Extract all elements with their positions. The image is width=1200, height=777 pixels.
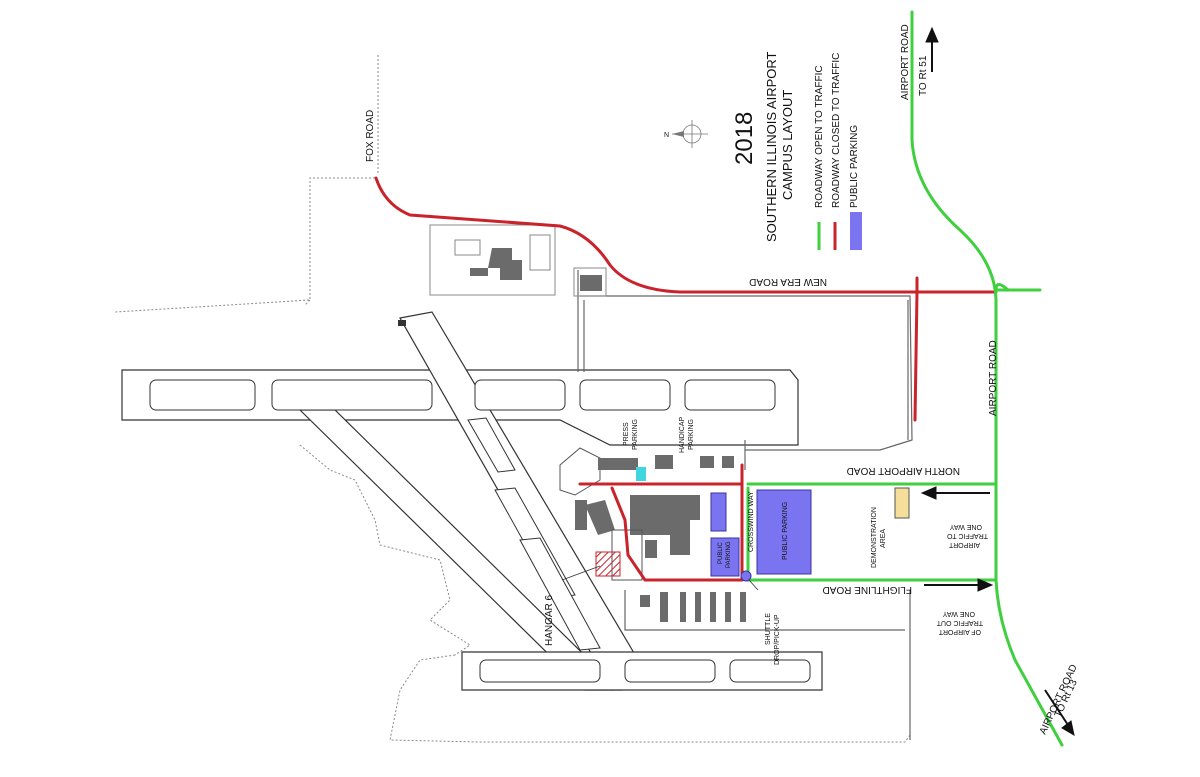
title-line2-wrap: CAMPUS LAYOUT: [780, 90, 795, 200]
handicap-parking-label-wrap: HANDICAP PARKING: [679, 416, 695, 453]
press-parking-label-2: PARKING: [632, 419, 639, 450]
oneway-out-label-1: ONE WAY: [942, 610, 975, 617]
handicap-parking-label-2: PARKING: [688, 419, 695, 450]
title-line2: CAMPUS LAYOUT: [780, 90, 795, 200]
legend: ROADWAY OPEN TO TRAFFIC ROADWAY CLOSED T…: [814, 53, 862, 250]
legend-parking-label: PUBLIC PARKING: [849, 125, 860, 208]
legend-open-label: ROADWAY OPEN TO TRAFFIC: [814, 65, 825, 208]
press-parking-label-wrap: PRESS PARKING: [623, 419, 639, 450]
public-parking-small-label-2: PARKING: [726, 541, 732, 568]
shuttle-label-1: SHUTTLE: [765, 613, 772, 645]
demonstration-area-label-wrap: DEMONSTRATION AREA: [871, 507, 887, 568]
shuttle-stop-marker: [740, 570, 752, 582]
shuttle-label-wrap: SHUTTLE DROP/PICK-UP: [765, 613, 781, 665]
title-year: 2018: [731, 112, 758, 165]
to-rt51-label-wrap: TO Rt 51: [918, 55, 929, 96]
compass-label: N: [664, 132, 669, 139]
open-roads: [746, 10, 1064, 747]
oneway-to-label-3: AIRPORT: [948, 541, 980, 548]
public-parking-small-lot: [710, 537, 740, 577]
hangar-6-label: HANGAR 6: [544, 594, 555, 646]
oneway-out-label-wrap: ONE WAY TRAFFIC OUT OF AIRPORT: [936, 610, 983, 635]
airport-road-top-label-wrap: AIRPORT ROAD: [900, 24, 911, 100]
shuttle-leader: [748, 579, 759, 591]
title-line1-wrap: SOUTHERN ILLINOIS AIRPORT: [764, 51, 779, 242]
service-roads: [577, 270, 913, 740]
hangar-6-label-wrap: HANGAR 6: [544, 594, 555, 646]
legend-closed-label: ROADWAY CLOSED TO TRAFFIC: [831, 53, 842, 208]
crosswind-way-label: CROSSWIND WAY: [748, 491, 755, 552]
new-era-road-label: NEW ERA ROAD: [749, 276, 827, 287]
north-arrow-icon: N: [664, 120, 708, 148]
title-block: 2018: [731, 112, 758, 165]
airport-road-top-label: AIRPORT ROAD: [900, 24, 911, 100]
press-parking-lot: [636, 467, 646, 481]
demonstration-area-label-1: DEMONSTRATION: [871, 507, 878, 568]
flightline-road-label: FLIGHTLINE ROAD: [823, 584, 912, 595]
oneway-out-label-2: TRAFFIC OUT: [936, 619, 983, 626]
oneway-to-label-1: ONE WAY: [949, 523, 982, 530]
title-line1: SOUTHERN ILLINOIS AIRPORT: [764, 51, 779, 242]
closed-roads: [374, 176, 997, 582]
fox-road-label-wrap: FOX ROAD: [365, 110, 376, 162]
crosswind-way-label-wrap: CROSSWIND WAY: [748, 491, 755, 552]
oneway-out-label-3: OF AIRPORT: [938, 628, 981, 635]
airport-road-mid-label-wrap: AIRPORT ROAD: [988, 340, 999, 416]
flightline-road-label-wrap: FLIGHTLINE ROAD: [823, 584, 912, 595]
runway-islands: [149, 379, 811, 683]
public-parking-small-label-1: PUBLIC: [718, 542, 724, 564]
north-airport-road-label: NORTH AIRPORT ROAD: [847, 465, 960, 476]
public-parking-small-label-wrap: PUBLIC PARKING: [718, 541, 732, 568]
public-parking-large-label: PUBLIC PARKING: [782, 502, 789, 560]
handicap-parking-label-1: HANDICAP: [679, 416, 686, 453]
to-rt51-label: TO Rt 51: [918, 55, 929, 96]
oneway-to-label-wrap: ONE WAY TRAFFIC TO AIRPORT: [946, 523, 988, 548]
direction-arrows: [920, 26, 1075, 737]
terminal-buildings: [559, 447, 746, 622]
upper-campus: [398, 224, 607, 326]
public-parking-large-lot: [756, 489, 812, 575]
new-era-road-label-wrap: NEW ERA ROAD: [749, 276, 827, 287]
shuttle-label-2: DROP/PICK-UP: [774, 614, 781, 665]
legend-parking-swatch: [850, 212, 862, 250]
airport-road-mid-label: AIRPORT ROAD: [988, 340, 999, 416]
hangar-6-leader: [561, 565, 601, 581]
public-parking-large-label-wrap: PUBLIC PARKING: [782, 502, 789, 560]
hangar-6-building: [595, 551, 621, 577]
press-parking-label-1: PRESS: [623, 422, 630, 446]
oneway-to-label-2: TRAFFIC TO: [946, 532, 988, 539]
demonstration-area-label-2: AREA: [880, 529, 887, 548]
north-airport-road-label-wrap: NORTH AIRPORT ROAD: [847, 465, 960, 476]
handicap-parking-lot: [710, 492, 727, 532]
demonstration-area-lot: [894, 487, 910, 519]
fox-road-label: FOX ROAD: [365, 110, 376, 162]
